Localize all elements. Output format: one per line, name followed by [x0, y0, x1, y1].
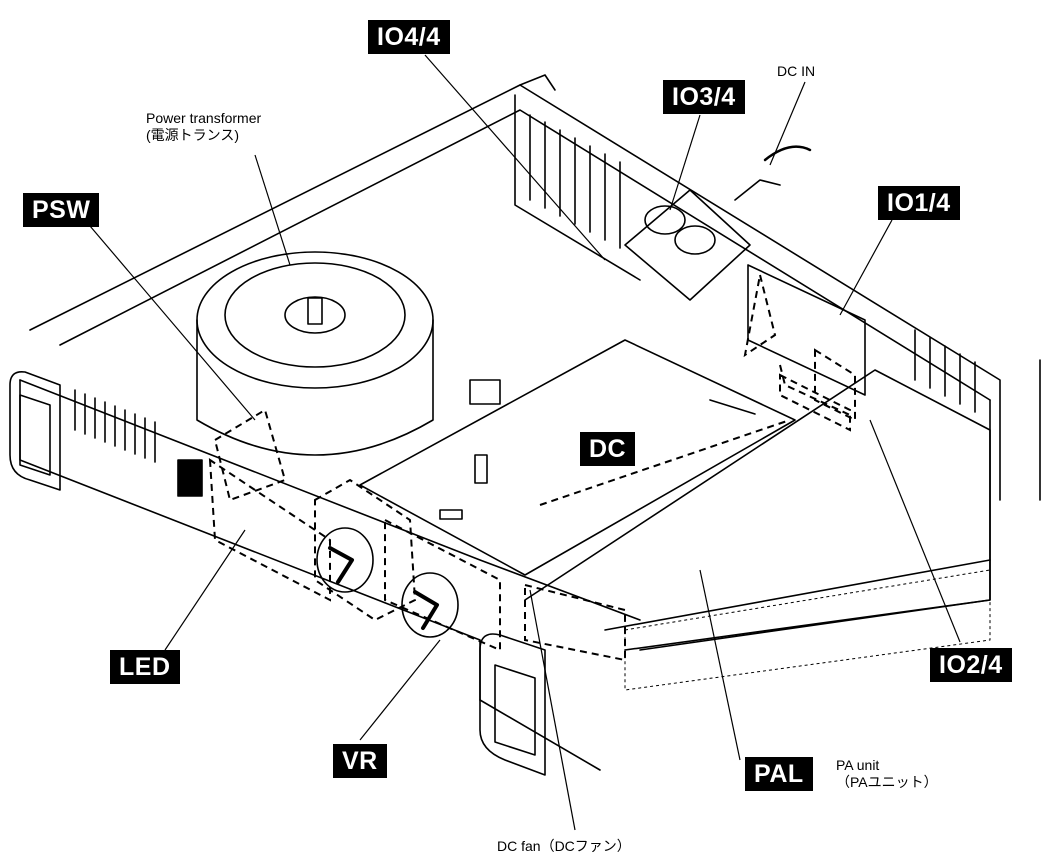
- tag-pal: PAL: [745, 757, 813, 791]
- tag-dc: DC: [580, 432, 636, 466]
- power-transformer: [196, 251, 434, 456]
- tag-io2: IO2/4: [930, 648, 1012, 682]
- caption-pa-unit-line2: （PAユニット）: [836, 774, 938, 790]
- power-switch: [177, 459, 203, 497]
- io1-board: [747, 264, 866, 396]
- caption-transformer-line2: (電源トランス): [146, 127, 240, 143]
- dashed-outlines: [208, 274, 856, 662]
- tag-led: LED: [110, 650, 180, 684]
- rear-vent-panel: [514, 94, 976, 413]
- caption-dc-in: DC IN: [777, 63, 816, 79]
- front-knobs: [316, 527, 459, 638]
- pa-unit: [524, 369, 991, 651]
- leader-lines: [89, 54, 961, 831]
- tag-io3: IO3/4: [663, 80, 745, 114]
- front-handle-right: [479, 633, 546, 776]
- tag-io1: IO1/4: [878, 186, 960, 220]
- dc-board: [359, 339, 796, 576]
- caption-pa-unit-line1: PA unit: [836, 757, 880, 773]
- io3-board: [624, 145, 812, 301]
- tag-vr: VR: [333, 744, 387, 778]
- tag-psw: PSW: [23, 193, 100, 227]
- front-handle-left: [9, 370, 61, 491]
- caption-transformer-line1: Power transformer: [146, 110, 262, 126]
- caption-dc-fan: DC fan（DCファン）: [497, 838, 631, 854]
- front-vents: [74, 389, 156, 463]
- tag-io4: IO4/4: [368, 20, 450, 54]
